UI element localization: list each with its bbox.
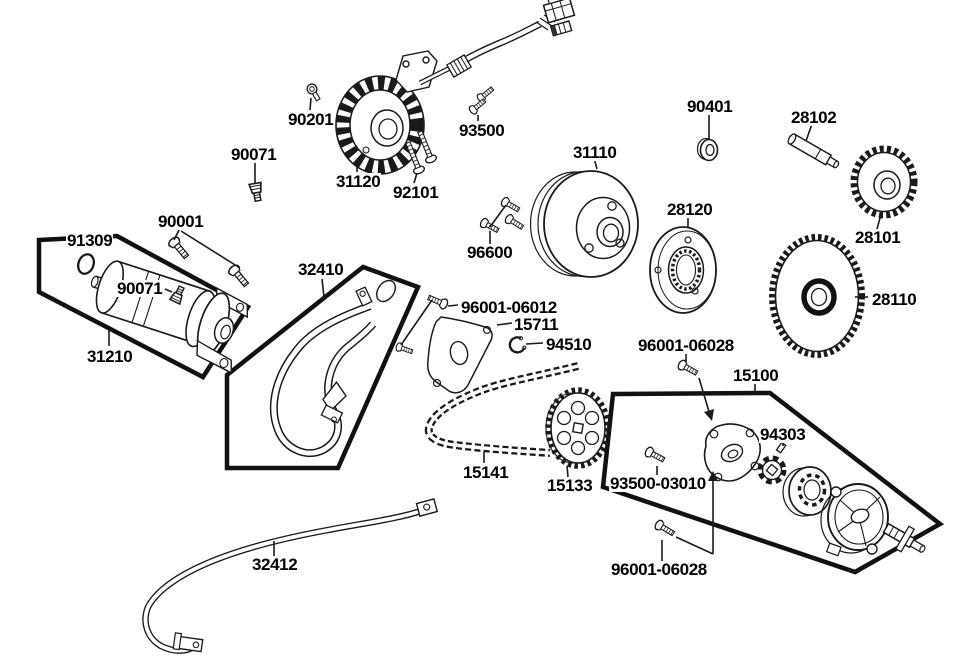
bolt-96001-06028-top [676, 358, 700, 379]
bolt-96600-a [499, 195, 522, 215]
starter-cable-drawing [269, 279, 396, 458]
oil-pump-cover-drawing [703, 423, 761, 482]
circlip-drawing [508, 336, 527, 354]
part-label-90201: 90201 [287, 110, 335, 129]
part-label-94510: 94510 [545, 335, 593, 354]
part-label-96600: 96600 [466, 243, 514, 262]
part-label-28102: 28102 [790, 108, 838, 127]
bolt-93500-03010 [643, 445, 667, 466]
part-label-32410: 32410 [297, 260, 345, 279]
harness-connector-small [549, 20, 573, 37]
ground-cable-bracket [415, 498, 439, 517]
bolt-guard-small [394, 341, 415, 357]
ground-cable-terminal [172, 632, 204, 653]
part-label-94303: 94303 [759, 425, 807, 444]
part-label-28101: 28101 [854, 228, 902, 247]
part-label-15141: 15141 [462, 463, 510, 482]
part-label-15100: 15100 [732, 366, 780, 385]
flywheel-drawing [529, 170, 639, 278]
part-label-31110: 31110 [572, 143, 618, 162]
part-label-96001-06028-top: 96001-06028 [637, 336, 735, 355]
bolt-93500-a [475, 84, 497, 104]
chain-guard-drawing [427, 316, 493, 394]
stator-drawing [335, 75, 425, 175]
cable-ring-terminal [355, 286, 373, 307]
washer-drawing [696, 137, 719, 162]
stator-bracket-drawing [395, 50, 438, 93]
ground-cable-drawing [142, 498, 439, 654]
part-label-90401: 90401 [686, 97, 734, 116]
starter-clutch-drawing [649, 226, 717, 314]
part-label-28120: 28120 [666, 200, 714, 219]
bolt-96600-b [503, 212, 526, 233]
bolt-90201 [306, 83, 321, 102]
leader-arrowheads [704, 409, 718, 481]
wire-harness-drawing [418, 14, 556, 86]
dowel-pin-drawing [775, 441, 787, 454]
cable-boot-cap [376, 279, 396, 303]
part-label-90071-starter: 90071 [116, 279, 164, 298]
bolt-90001-a [166, 234, 192, 262]
part-label-15133: 15133 [546, 476, 594, 495]
oil-pump-inner-rotor-drawing [757, 455, 787, 485]
chain-drawing [424, 362, 579, 457]
part-label-15711: 15711 [513, 315, 560, 334]
leader-lines [108, 97, 881, 561]
group-panel-starter-cable [224, 264, 422, 471]
o-ring-drawing [77, 253, 95, 275]
oil-pump-outer-rotor-drawing [782, 466, 832, 517]
harness-connector-large [542, 0, 576, 24]
part-label-93500: 93500 [458, 121, 506, 140]
part-label-96001-06012: 96001-06012 [460, 298, 558, 317]
oil-pump-body-drawing [820, 483, 889, 557]
part-label-93500-03010: 93500-03010 [609, 474, 707, 493]
bolt-96001-06028-bottom [652, 518, 677, 539]
arrow-into-pump-cover [704, 409, 714, 421]
driven-sprocket-drawing [545, 387, 611, 469]
part-label-96001-06028-bottom: 96001-06028 [610, 560, 708, 579]
drive-sprocket-drawing [769, 234, 865, 358]
part-label-90071-stator: 90071 [230, 145, 278, 164]
part-label-32412: 32412 [251, 555, 299, 574]
part-label-90001: 90001 [157, 212, 205, 231]
part-label-92101: 92101 [392, 183, 440, 202]
part-label-31210: 31210 [86, 347, 134, 366]
part-label-28110: 28110 [871, 290, 918, 309]
part-label-91309: 91309 [66, 231, 114, 250]
bolt-92101-b [414, 128, 439, 165]
oil-pump-shaft-drawing [882, 522, 926, 553]
part-label-31120: 31120 [335, 172, 382, 191]
idle-gear-drawing [850, 145, 918, 219]
bolt-96001-06012 [425, 292, 450, 311]
arrow-up-pump-bolt [708, 471, 718, 481]
shaft-drawing [787, 133, 840, 169]
cable-battery-terminal [320, 380, 347, 424]
plug-90071-stator [248, 181, 265, 203]
